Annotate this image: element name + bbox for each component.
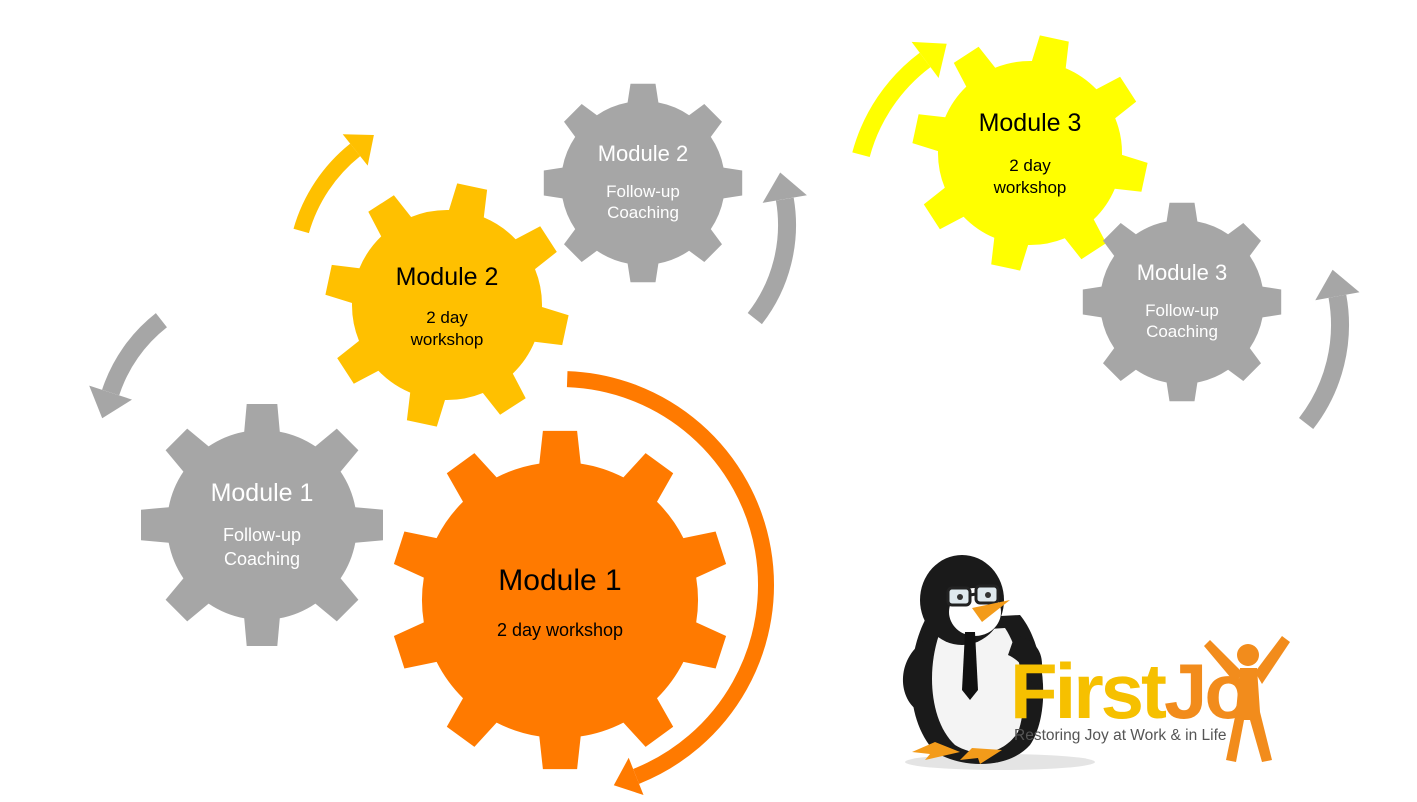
gear-shape	[912, 35, 1148, 271]
gear-module-3-workshop: Module 3 2 day workshop	[912, 35, 1148, 271]
jumping-person-icon	[1204, 636, 1290, 762]
gear-line-2: workshop	[410, 330, 484, 349]
arrow-head	[762, 172, 807, 203]
logo-word-first: First	[1010, 647, 1167, 735]
gear-line-2: Coaching	[607, 203, 679, 222]
arrow-head	[1315, 269, 1360, 301]
arrow-head	[613, 757, 644, 795]
gear-title: Module 3	[979, 109, 1082, 137]
gear-module-3-coaching: Module 3 Follow-up Coaching	[1082, 202, 1282, 402]
arrow-shaft	[1298, 294, 1349, 430]
firstjoy-logo: FirstJo Restoring Joy at Work & in Life	[902, 555, 1290, 770]
arrow-shaft	[747, 197, 796, 325]
gear-line-2: Coaching	[224, 549, 300, 569]
gear-module-1-coaching: Module 1 Follow-up Coaching	[141, 404, 383, 646]
gear-line-1: Follow-up	[606, 182, 680, 201]
penguin-mascot-icon	[902, 555, 1095, 770]
gear-title: Module 3	[1137, 260, 1228, 285]
gear-shape	[325, 183, 569, 427]
gear-shape	[393, 430, 727, 770]
arrow-head	[89, 385, 132, 419]
gear-module-2-coaching: Module 2 Follow-up Coaching	[543, 83, 743, 283]
logo-tagline: Restoring Joy at Work & in Life	[1014, 727, 1227, 744]
gear-shape	[1082, 202, 1282, 402]
arrow-m3-coaching-loop	[852, 41, 947, 158]
arrow-shaft	[102, 313, 168, 396]
gear-line-1: 2 day	[1009, 156, 1051, 175]
gear-title: Module 1	[498, 564, 621, 597]
arrow-shaft	[293, 143, 361, 234]
gear-line-1: 2 day workshop	[497, 620, 623, 640]
arrow-m2-coaching-to-m3-workshop	[747, 172, 807, 325]
arrow-shaft	[852, 52, 931, 158]
gear-title: Module 2	[396, 263, 499, 291]
arrow-head	[342, 134, 374, 166]
gear-line-1: Follow-up	[1145, 301, 1219, 320]
gear-title: Module 1	[211, 479, 314, 507]
arrow-m2-workshop-to-m2-coaching	[293, 134, 374, 234]
gear-module-1-workshop: Module 1 2 day workshop	[393, 430, 727, 770]
cycle-arrows	[89, 41, 1360, 795]
gear-line-1: 2 day	[426, 308, 468, 327]
arrow-m1-workshop-to-m1-coaching	[566, 371, 774, 795]
arrow-head	[911, 41, 947, 78]
gear-shape	[141, 404, 383, 646]
arrow-shaft	[566, 371, 774, 784]
gear-line-1: Follow-up	[223, 525, 301, 545]
gear-line-2: Coaching	[1146, 322, 1218, 341]
arrow-m1-coaching-to-m2-workshop	[89, 313, 168, 419]
arrow-m3-coaching-return	[1298, 269, 1360, 430]
gear-title: Module 2	[598, 141, 689, 166]
gear-module-2-workshop: Module 2 2 day workshop	[325, 183, 569, 427]
svg-text:FirstJo: FirstJo	[1010, 647, 1249, 735]
gear-line-2: workshop	[993, 178, 1067, 197]
gear-shape	[543, 83, 743, 283]
